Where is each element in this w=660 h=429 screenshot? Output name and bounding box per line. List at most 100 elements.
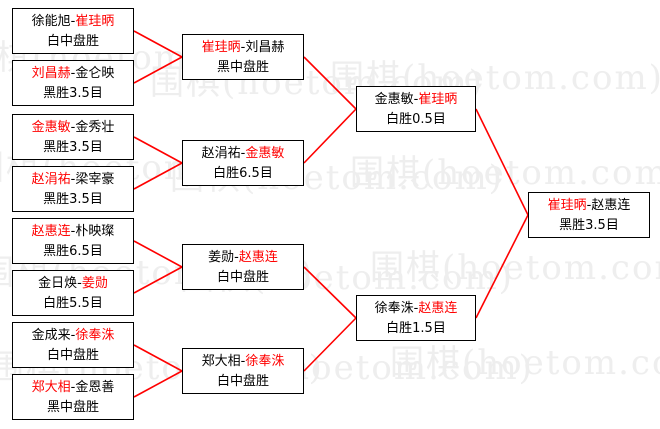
match-result: 白中盘胜 xyxy=(46,348,99,363)
match-result: 白胜1.5目 xyxy=(386,321,446,336)
match-players: 赵惠连-朴映璨 xyxy=(13,222,133,242)
match-result: 黑胜3.5目 xyxy=(43,86,103,101)
player-a-name: 赵涓祐 xyxy=(201,146,241,161)
versus-dash: - xyxy=(77,276,82,291)
player-b-name: 金秀壮 xyxy=(75,120,115,135)
match-players: 崔珪昞-刘昌赫 xyxy=(183,38,303,58)
player-b-name: 姜勋 xyxy=(81,276,108,291)
player-a-name: 赵惠连 xyxy=(31,224,71,239)
round1-to-round2-connector xyxy=(133,266,183,294)
round1-to-round2-connector xyxy=(133,56,183,84)
player-b-name: 徐奉洙 xyxy=(245,354,285,369)
versus-dash: - xyxy=(240,40,246,55)
match-result: 黑中盘胜 xyxy=(216,60,269,75)
player-a-name: 金成来 xyxy=(31,328,71,343)
player-a-name: 郑大相 xyxy=(31,380,71,395)
player-b-name: 梁宰豪 xyxy=(75,172,115,187)
round1-to-round2-connector xyxy=(133,162,183,190)
player-a-name: 金惠敏 xyxy=(31,120,71,135)
match-players: 崔珪昞-赵惠连 xyxy=(529,196,649,216)
match-result: 黑胜3.5目 xyxy=(559,218,619,233)
player-a-name: 崔珪昞 xyxy=(547,198,587,213)
match-players: 金惠敏-崔珪昞 xyxy=(357,90,475,110)
round2-to-round3-connector xyxy=(303,266,357,319)
round2-match-2: 赵涓祐-金惠敏白胜6.5目 xyxy=(182,140,304,186)
versus-dash: - xyxy=(234,250,239,265)
player-a-name: 刘昌赫 xyxy=(31,66,71,81)
round2-match-3: 姜勋-赵惠连白中盘胜 xyxy=(182,244,304,290)
round2-to-round3-connector xyxy=(303,56,357,110)
final-match-1: 崔珪昞-赵惠连黑胜3.5目 xyxy=(528,192,650,238)
round3-to-final-connector xyxy=(475,108,529,216)
match-players: 徐能旭-崔珪昞 xyxy=(13,12,133,32)
match-result: 黑中盘胜 xyxy=(46,400,99,415)
round1-match-4: 赵涓祐-梁宰豪黑胜3.5目 xyxy=(12,166,134,212)
versus-dash: - xyxy=(70,14,76,29)
round1-match-8: 郑大相-金恩善黑中盘胜 xyxy=(12,374,134,420)
round3-match-2: 徐奉洙-赵惠连白胜1.5目 xyxy=(356,295,476,341)
match-result: 白胜5.5目 xyxy=(43,296,103,311)
round2-to-round3-connector xyxy=(303,108,357,164)
versus-dash: - xyxy=(586,198,592,213)
round1-to-round2-connector xyxy=(133,240,183,268)
player-b-name: 崔珪昞 xyxy=(418,92,458,107)
match-players: 金日焕-姜勋 xyxy=(13,274,133,294)
round2-match-1: 崔珪昞-刘昌赫黑中盘胜 xyxy=(182,34,304,80)
player-b-name: 赵惠连 xyxy=(238,250,278,265)
round3-match-1: 金惠敏-崔珪昞白胜0.5目 xyxy=(356,86,476,132)
match-result: 白中盘胜 xyxy=(46,34,99,49)
player-a-name: 崔珪昞 xyxy=(201,40,241,55)
match-players: 郑大相-金恩善 xyxy=(13,378,133,398)
match-result: 白中盘胜 xyxy=(216,374,269,389)
match-players: 郑大相-徐奉洙 xyxy=(183,352,303,372)
versus-dash: - xyxy=(70,66,76,81)
player-b-name: 刘昌赫 xyxy=(245,40,285,55)
round2-match-4: 郑大相-徐奉洙白中盘胜 xyxy=(182,348,304,394)
round3-to-final-connector xyxy=(475,214,529,319)
round1-match-6: 金日焕-姜勋白胜5.5目 xyxy=(12,270,134,316)
player-b-name: 朴映璨 xyxy=(75,224,115,239)
player-b-name: 金恩善 xyxy=(75,380,115,395)
round2-to-round3-connector xyxy=(303,317,357,372)
match-players: 姜勋-赵惠连 xyxy=(183,248,303,268)
watermark-text: 围棋(hoetom.com) xyxy=(370,248,660,288)
player-b-name: 赵惠连 xyxy=(418,301,458,316)
match-result: 白胜0.5目 xyxy=(386,112,446,127)
player-b-name: 徐奉洙 xyxy=(75,328,115,343)
match-result: 黑胜3.5目 xyxy=(43,192,103,207)
versus-dash: - xyxy=(70,172,76,187)
match-result: 白胜6.5目 xyxy=(213,166,273,181)
player-a-name: 徐能旭 xyxy=(31,14,71,29)
player-b-name: 崔珪昞 xyxy=(75,14,115,29)
round1-to-round2-connector xyxy=(133,344,183,372)
versus-dash: - xyxy=(70,328,76,343)
match-result: 黑胜3.5目 xyxy=(43,140,103,155)
versus-dash: - xyxy=(240,146,246,161)
versus-dash: - xyxy=(413,92,419,107)
match-players: 金惠敏-金秀壮 xyxy=(13,118,133,138)
match-players: 赵涓祐-梁宰豪 xyxy=(13,170,133,190)
round1-to-round2-connector xyxy=(133,30,183,58)
versus-dash: - xyxy=(70,380,76,395)
watermark-text: 围棋(hoetom.com) xyxy=(350,153,660,193)
player-b-name: 金仑映 xyxy=(75,66,115,81)
versus-dash: - xyxy=(240,354,246,369)
watermark-text: 围棋(hoetom.com) xyxy=(390,343,660,383)
player-a-name: 姜勋 xyxy=(208,250,235,265)
player-a-name: 金日焕 xyxy=(38,276,78,291)
round1-match-3: 金惠敏-金秀壮黑胜3.5目 xyxy=(12,114,134,160)
match-players: 徐奉洙-赵惠连 xyxy=(357,299,475,319)
round1-match-7: 金成来-徐奉洙白中盘胜 xyxy=(12,322,134,368)
versus-dash: - xyxy=(70,120,76,135)
player-a-name: 赵涓祐 xyxy=(31,172,71,187)
match-result: 白中盘胜 xyxy=(216,270,269,285)
match-players: 赵涓祐-金惠敏 xyxy=(183,144,303,164)
match-result: 黑胜6.5目 xyxy=(43,244,103,259)
player-a-name: 金惠敏 xyxy=(374,92,414,107)
match-players: 金成来-徐奉洙 xyxy=(13,326,133,346)
player-a-name: 徐奉洙 xyxy=(374,301,414,316)
versus-dash: - xyxy=(413,301,419,316)
versus-dash: - xyxy=(70,224,76,239)
round1-match-5: 赵惠连-朴映璨黑胜6.5目 xyxy=(12,218,134,264)
